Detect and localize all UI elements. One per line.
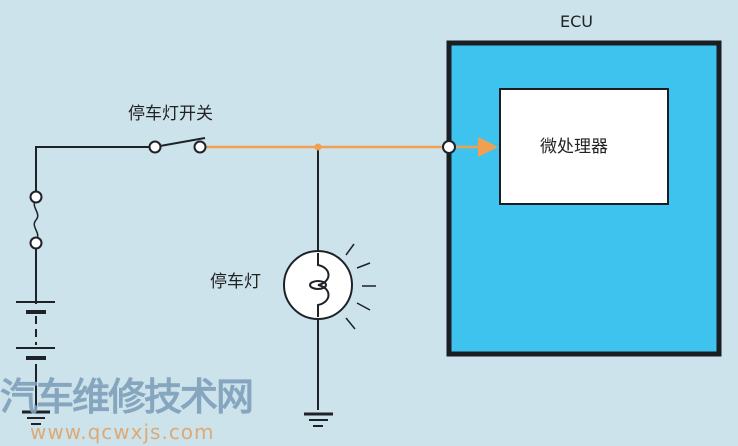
fuse-terminal xyxy=(29,236,43,250)
fuse-icon xyxy=(33,199,39,241)
signal-arrow xyxy=(478,137,498,157)
stop-lamp-switch-label: 停车灯开关 xyxy=(128,104,213,124)
ecu-label: ECU xyxy=(560,12,593,31)
ground-icon xyxy=(304,412,333,427)
microprocessor-box xyxy=(499,88,669,205)
switch-terminal xyxy=(148,140,162,154)
lamp-icon xyxy=(283,250,353,320)
switch-lever xyxy=(159,137,206,147)
switch-terminal xyxy=(193,140,207,154)
watermark-title: 汽车维修技术网 xyxy=(0,375,254,419)
microprocessor-label: 微处理器 xyxy=(540,137,608,157)
junction-dot xyxy=(314,143,322,151)
light-rays-icon xyxy=(345,243,376,330)
watermark-url: www.qcwxjs.com xyxy=(30,420,215,444)
ecu-input-terminal xyxy=(442,140,456,154)
ground-icon xyxy=(22,410,50,425)
fuse-terminal xyxy=(29,190,43,204)
battery-icon xyxy=(16,301,55,364)
stop-lamp-label: 停车灯 xyxy=(210,272,261,292)
